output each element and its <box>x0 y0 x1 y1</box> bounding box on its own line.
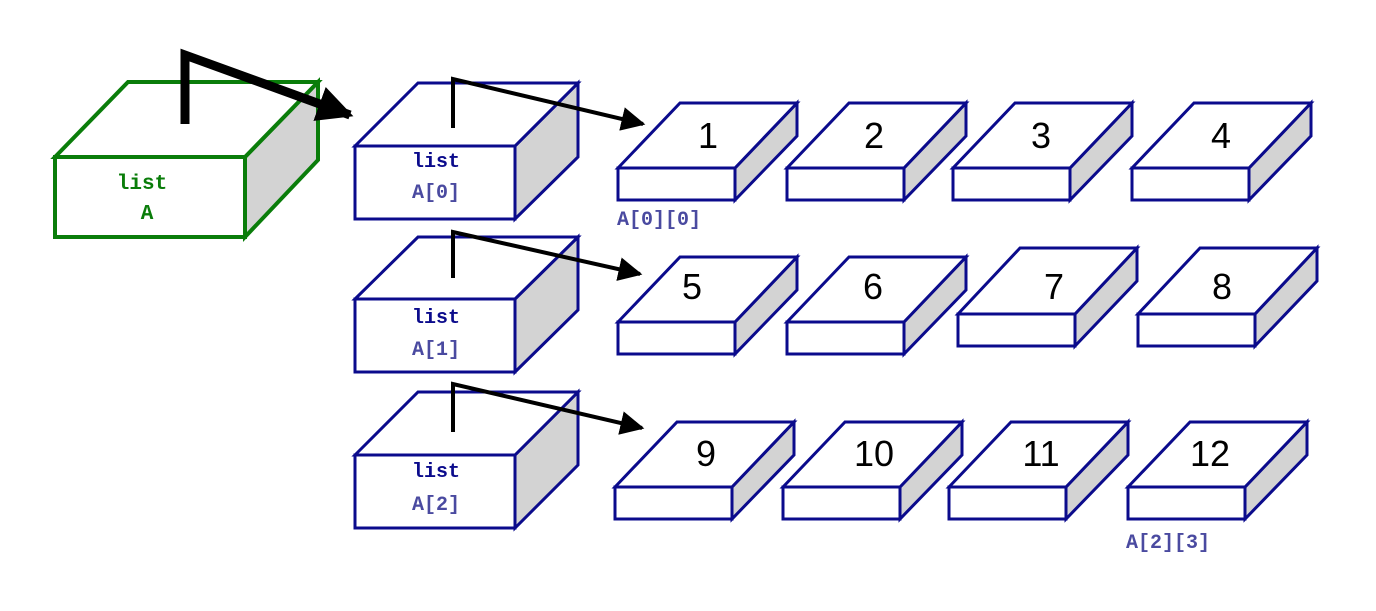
cell-box: 7 <box>954 244 1141 350</box>
cell-box: 12 <box>1124 418 1311 523</box>
cell-value: 4 <box>1211 115 1231 156</box>
cell-box: 4 <box>1128 99 1315 204</box>
cell-box: 10 <box>779 418 966 523</box>
row-pointer-arrow-0 <box>451 76 646 131</box>
row-pointer-arrow-2 <box>451 381 645 435</box>
cell-box: 3 <box>949 99 1136 204</box>
cell-box: 5 <box>614 253 801 358</box>
row-list-label: list <box>412 307 460 330</box>
cell-value: 11 <box>1022 433 1059 474</box>
cell-box: 8 <box>1134 244 1321 350</box>
first-element-annotation: A[0][0] <box>617 209 701 232</box>
row-index-label: A[0] <box>412 182 460 205</box>
cell-value: 3 <box>1031 115 1051 156</box>
cell-value: 6 <box>863 266 883 307</box>
cell-value: 10 <box>854 433 894 474</box>
cell-box: 9 <box>611 418 798 523</box>
row-box-front <box>353 297 517 374</box>
last-element-annotation: A[2][3] <box>1126 532 1210 555</box>
row-box-front <box>353 453 517 530</box>
cell-value: 2 <box>864 115 884 156</box>
row-index-label: A[2] <box>412 494 460 517</box>
cell-value: 7 <box>1044 266 1064 307</box>
row-list-box-0: list A[0] <box>351 79 582 223</box>
row-list-label: list <box>412 461 460 484</box>
row-box-front <box>353 144 517 221</box>
row-list-box-1: list A[1] <box>351 233 582 376</box>
cell-box: 11 <box>945 418 1132 523</box>
row-list-label: list <box>412 151 460 174</box>
cell-box: 6 <box>783 253 970 358</box>
outer-pointer-arrow <box>180 48 354 124</box>
outer-var-label: A <box>141 203 154 226</box>
outer-list-label: list <box>117 173 167 196</box>
cell-value: 9 <box>696 433 716 474</box>
cell-box: 2 <box>783 99 970 204</box>
cell-value: 1 <box>698 115 718 156</box>
cell-value: 8 <box>1212 266 1232 307</box>
cell-value: 12 <box>1190 433 1230 474</box>
cell-box: 1 <box>614 99 801 204</box>
row-list-box-2: list A[2] <box>351 388 582 532</box>
cell-value: 5 <box>682 266 702 307</box>
row-index-label: A[1] <box>412 339 460 362</box>
row-pointer-arrow-1 <box>451 229 643 281</box>
outer-box-front <box>53 155 247 239</box>
